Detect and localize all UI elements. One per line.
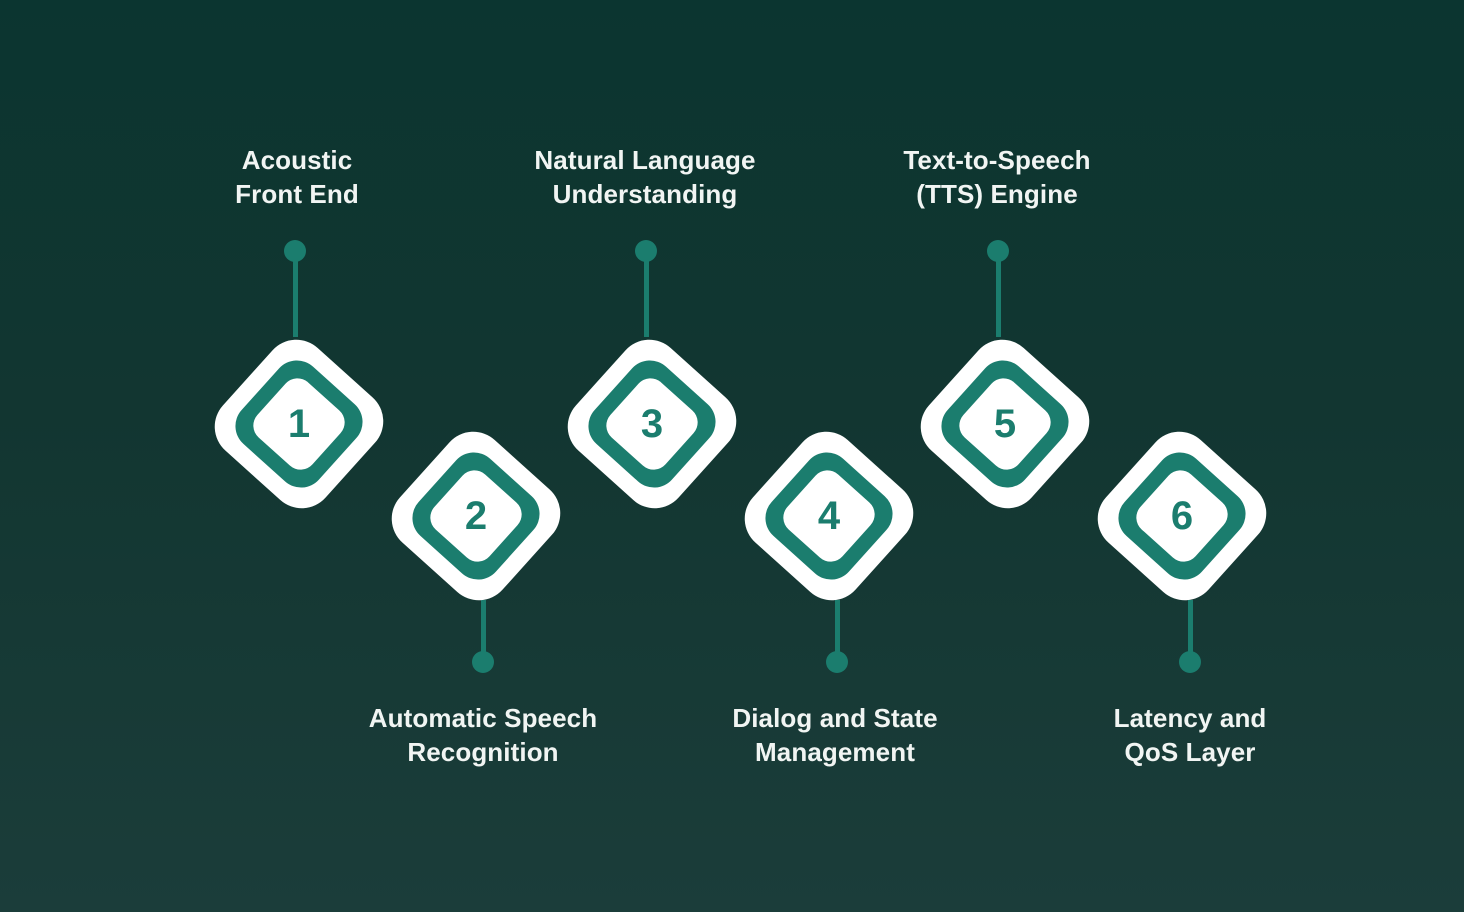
step-1-label-line-1: Acoustic xyxy=(241,145,353,175)
step-4-connector-dot xyxy=(826,651,848,673)
step-3-connector-line xyxy=(643,251,649,337)
step-4-label-line-2: Management xyxy=(755,737,915,767)
step-5-label-line-2: (TTS) Engine xyxy=(916,179,1078,209)
step-2-connector-dot xyxy=(472,651,494,673)
step-5-connector-line xyxy=(995,251,1001,337)
step-5-label-line-1: Text-to-Speech xyxy=(903,145,1091,175)
step-3-label-line-2: Understanding xyxy=(552,179,738,209)
step-6-label: Latency and QoS Layer xyxy=(1030,701,1350,769)
step-2-connector-line xyxy=(480,600,486,662)
step-2-label-line-1: Automatic Speech xyxy=(368,703,598,733)
step-1-label: Acoustic Front End xyxy=(137,143,457,211)
step-6-number: 6 xyxy=(1170,494,1194,538)
step-1-label-line-2: Front End xyxy=(235,179,359,209)
step-4-number: 4 xyxy=(817,494,841,538)
step-6-connector-dot xyxy=(1179,651,1201,673)
step-5-label: Text-to-Speech (TTS) Engine xyxy=(837,143,1157,211)
step-4-label-line-1: Dialog and State xyxy=(732,703,938,733)
step-2-label: Automatic Speech Recognition xyxy=(323,701,643,769)
step-3-label-line-1: Natural Language xyxy=(534,145,756,175)
step-1-number: 1 xyxy=(287,402,311,446)
step-4-label: Dialog and State Management xyxy=(675,701,995,769)
step-4-connector-line xyxy=(834,600,840,662)
step-6-label-line-1: Latency and xyxy=(1113,703,1267,733)
step-3-number: 3 xyxy=(640,402,664,446)
step-6-label-line-2: QoS Layer xyxy=(1124,737,1256,767)
step-3-label: Natural Language Understanding xyxy=(485,143,805,211)
step-5-number: 5 xyxy=(993,402,1017,446)
step-2-label-line-2: Recognition xyxy=(407,737,559,767)
step-1-connector-line xyxy=(292,251,298,337)
step-6-connector-line xyxy=(1187,600,1193,662)
step-2-number: 2 xyxy=(464,494,488,538)
